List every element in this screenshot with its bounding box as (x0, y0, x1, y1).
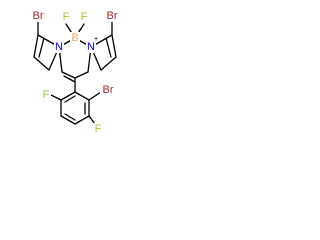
atom-f-right: F (79, 11, 89, 23)
svg-text:Br: Br (107, 10, 118, 22)
svg-text:Br: Br (33, 10, 44, 22)
svg-text:Br: Br (103, 84, 114, 96)
svg-text:B: B (71, 32, 78, 44)
atom-br-left: Br (30, 10, 46, 22)
svg-text:F: F (43, 89, 50, 101)
svg-text:F: F (81, 11, 88, 23)
atom-b-center: B − (70, 27, 82, 44)
atom-br-aryl: Br (100, 84, 116, 96)
atom-labels: Br F F Br N B − N + Br (30, 10, 120, 135)
nitrogen-charge: + (94, 36, 98, 43)
atom-f-aryl-bottom: F (93, 123, 103, 135)
atom-br-right: Br (104, 10, 120, 22)
svg-text:F: F (63, 11, 70, 23)
svg-text:F: F (95, 123, 102, 135)
atom-n-left: N (54, 41, 64, 53)
atom-n-right: N + (86, 36, 98, 53)
molecule-structure: Br F F Br N B − N + Br (30, 10, 120, 135)
svg-text:N: N (87, 41, 95, 53)
atom-f-aryl-left: F (41, 89, 51, 101)
svg-text:N: N (55, 41, 63, 53)
atom-f-left: F (61, 11, 71, 23)
boron-charge: − (78, 27, 82, 34)
